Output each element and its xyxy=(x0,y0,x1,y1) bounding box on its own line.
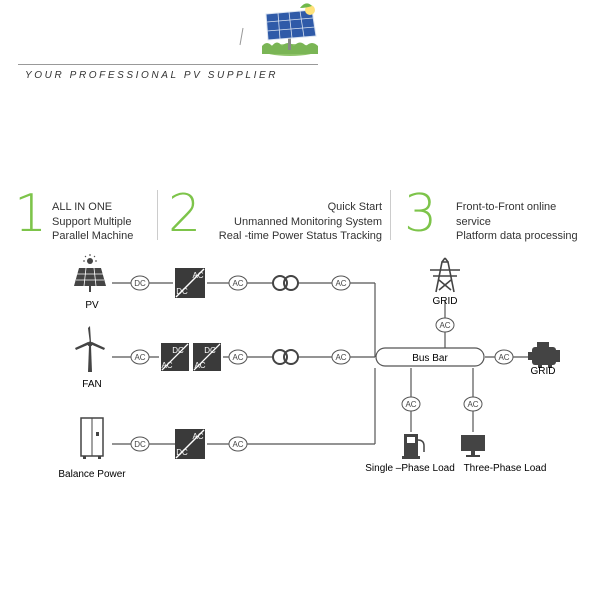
feature-3-line-1: Front-to-Front online xyxy=(456,201,557,213)
converter-tag: DC xyxy=(204,346,216,355)
ac-dc-tag-label: AC xyxy=(232,279,243,288)
ac-dc-tag: DC xyxy=(130,275,150,291)
bus-bar xyxy=(375,347,485,367)
ac-dc-tag-label: AC xyxy=(335,279,346,288)
ac-dc-tag-label: DC xyxy=(134,440,146,449)
ac-dc-tag: DC xyxy=(130,436,150,452)
fan-label: FAN xyxy=(82,379,101,390)
converter-tag: AC xyxy=(194,361,205,370)
converter-tag: AC xyxy=(161,361,172,370)
ac-dc-tag-label: AC xyxy=(134,353,145,362)
feature-1-number: 1 xyxy=(14,184,48,244)
transformer-icon xyxy=(272,275,299,291)
transformer-icon xyxy=(272,349,299,365)
grid-top-label: GRID xyxy=(433,296,458,307)
ac-dc-tag-label: AC xyxy=(467,400,478,409)
ac-dc-tag-label: AC xyxy=(232,353,243,362)
three-phase-load-label: Three-Phase Load xyxy=(464,463,547,474)
ac-dc-tag: AC xyxy=(228,349,248,365)
converter-tag: AC xyxy=(192,271,203,280)
converter-tag: DC xyxy=(176,448,188,457)
feature-1-line-1: ALL IN ONE xyxy=(52,201,113,213)
feature-2-text: Quick Start Unmanned Monitoring System R… xyxy=(200,200,382,244)
converter-tag: DC xyxy=(176,287,188,296)
feature-3-text: Front-to-Front online service Platform d… xyxy=(456,200,596,244)
feature-1-line-3: Parallel Machine xyxy=(52,230,134,242)
converter-icon: AC DC xyxy=(175,429,205,459)
pv-label: PV xyxy=(85,300,99,311)
bus-bar-label: Bus Bar xyxy=(412,353,448,364)
converter-tag: AC xyxy=(192,432,203,441)
charger-icon xyxy=(402,434,425,459)
ac-dc-tag: AC xyxy=(435,317,455,333)
ac-dc-tag: AC xyxy=(331,275,351,291)
feature-2-line-2: Unmanned Monitoring System xyxy=(234,215,382,228)
ac-dc-tag: AC xyxy=(228,436,248,452)
feature-2-line-3: Real -time Power Status Tracking xyxy=(218,230,382,242)
ac-dc-tag: AC xyxy=(463,396,483,412)
ac-dc-tag-label: AC xyxy=(405,400,416,409)
header-graphics xyxy=(239,3,318,56)
battery-cabinet-icon xyxy=(80,417,104,459)
ac-dc-tag-label: AC xyxy=(439,321,450,330)
feature-2-line-1: Quick Start xyxy=(327,201,382,213)
feature-3-number: 3 xyxy=(404,184,438,244)
header-divider xyxy=(18,64,318,65)
balance-power-label: Balance Power xyxy=(58,469,126,480)
grid-right-label: GRID xyxy=(531,366,556,377)
tagline: YOUR PROFESSIONAL PV SUPPLIER xyxy=(25,70,279,81)
ac-dc-tag-label: AC xyxy=(335,353,346,362)
solar-panel-logo-icon xyxy=(262,3,318,56)
feature-1-line-2: Support Multiple xyxy=(52,215,132,228)
ac-dc-tag: AC xyxy=(331,349,351,365)
converter-icon: AC DC xyxy=(175,268,205,298)
monitor-icon xyxy=(461,435,485,457)
converter-icon: DC AC xyxy=(193,343,221,371)
ac-dc-tag: AC xyxy=(228,275,248,291)
feature-separator-1 xyxy=(157,190,158,240)
feature-3-line-3: Platform data processing xyxy=(456,230,578,242)
ac-dc-tag: AC xyxy=(130,349,150,365)
solar-panel-icon xyxy=(74,254,106,292)
converter-icon: DC AC xyxy=(161,343,189,371)
ac-dc-tag-label: AC xyxy=(498,353,509,362)
feature-2-number: 2 xyxy=(168,184,202,244)
feature-separator-2 xyxy=(390,190,391,240)
ac-dc-tag: AC xyxy=(401,396,421,412)
ac-dc-tag-label: AC xyxy=(232,440,243,449)
header-slash xyxy=(239,27,244,46)
transmission-tower-icon xyxy=(430,257,460,293)
feature-3-line-2: service xyxy=(456,215,491,228)
ac-dc-tag-label: DC xyxy=(134,279,146,288)
feature-1-text: ALL IN ONE Support Multiple Parallel Mac… xyxy=(52,200,162,244)
single-phase-load-label: Single –Phase Load xyxy=(365,463,455,474)
converter-tag: DC xyxy=(172,346,184,355)
system-diagram: Bus Bar PV FAN Balance Power xyxy=(58,254,560,480)
ac-dc-tag: AC xyxy=(494,349,514,365)
wind-turbine-icon xyxy=(75,326,105,372)
generator-icon xyxy=(528,342,560,368)
